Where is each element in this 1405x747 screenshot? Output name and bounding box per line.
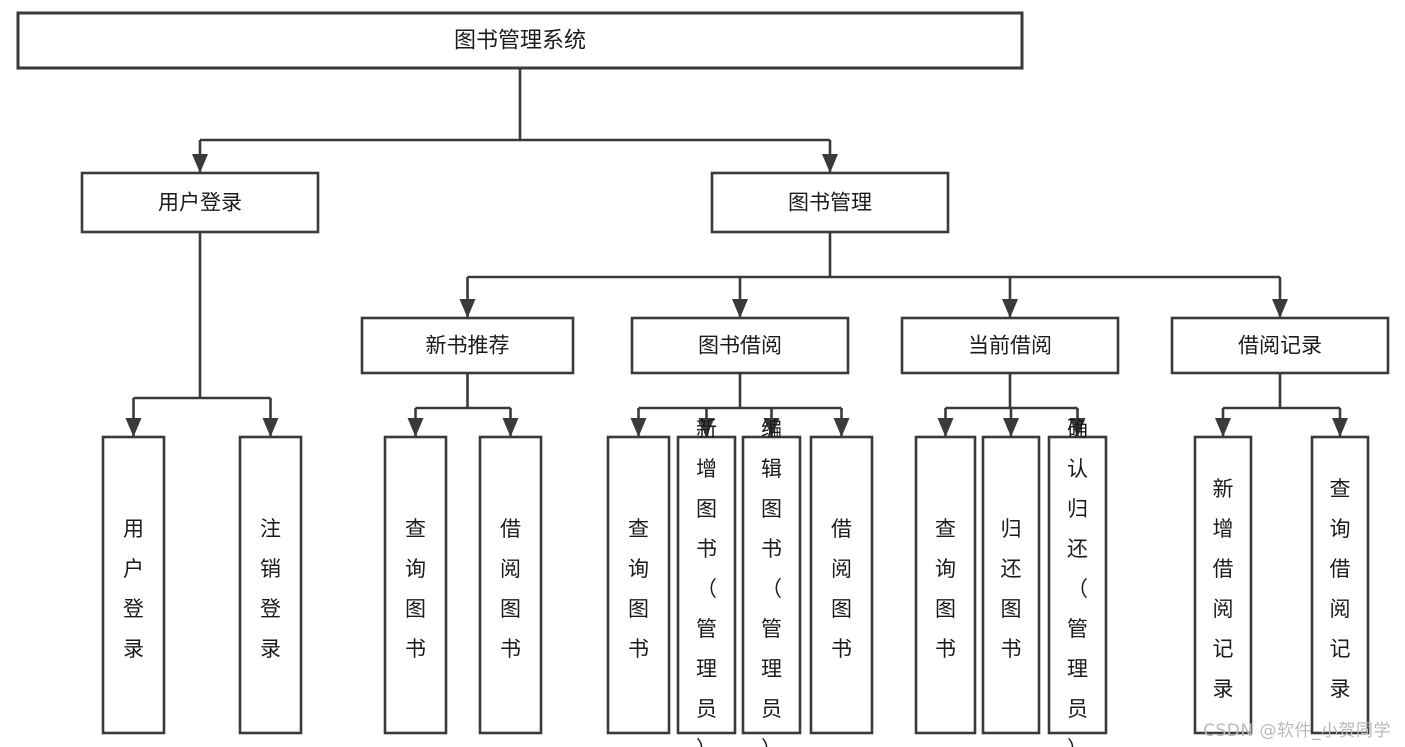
arrow-head-icon — [502, 418, 519, 437]
leaf-node-label: 确认归还（管理员） — [1067, 417, 1088, 747]
level2-node-label: 用户登录 — [158, 191, 242, 215]
leaf-node-box — [1193, 435, 1253, 735]
level3-node-box — [900, 316, 1120, 375]
level3-node-box — [360, 316, 575, 375]
leaf-node-label: 新增借阅记录 — [1213, 477, 1234, 701]
leaf-node-box — [1047, 435, 1108, 735]
level3-node-label: 新书推荐 — [426, 334, 510, 358]
leaf-node-label: 编辑图书（管理员） — [761, 417, 782, 747]
level3-node-new-book-recommend[interactable]: 新书推荐 — [360, 316, 575, 375]
root-node-label: 图书管理系统 — [454, 29, 586, 54]
arrow-head-icon — [1069, 418, 1086, 437]
arrow-head-icon — [822, 154, 838, 173]
arrow-head-icon — [407, 418, 424, 437]
arrow-head-icon — [1215, 418, 1231, 437]
arrow-head-icon — [763, 418, 780, 437]
leaf-node-box — [238, 435, 303, 735]
leaf-node-leaf-query-borrow-record[interactable]: 查询借阅记录 — [1310, 435, 1370, 735]
leaf-node-leaf-confirm-return-admin[interactable]: 确认归还（管理员） — [1047, 417, 1108, 747]
level2-node-box — [710, 171, 950, 234]
leaf-node-box — [101, 435, 166, 735]
arrow-head-icon — [192, 154, 208, 173]
leaf-node-label: 借阅图书 — [500, 517, 521, 661]
level3-node-borrow-record[interactable]: 借阅记录 — [1170, 316, 1390, 375]
leaf-node-leaf-return-book[interactable]: 归还图书 — [981, 435, 1041, 735]
leaf-node-box — [914, 435, 977, 735]
leaf-node-label: 注销登录 — [260, 517, 281, 661]
arrow-head-icon — [833, 418, 850, 437]
level3-node-book-borrow[interactable]: 图书借阅 — [630, 316, 850, 375]
level3-node-label: 借阅记录 — [1238, 334, 1322, 358]
level2-node-label: 图书管理 — [788, 191, 872, 215]
leaf-node-label: 查询借阅记录 — [1330, 477, 1351, 701]
level3-node-label: 当前借阅 — [968, 334, 1052, 358]
arrow-head-icon — [698, 418, 715, 437]
leaf-node-leaf-query-book-borrow[interactable]: 查询图书 — [606, 435, 671, 735]
leaf-node-leaf-add-borrow-record[interactable]: 新增借阅记录 — [1193, 435, 1253, 735]
leaf-node-label: 查询图书 — [628, 517, 649, 661]
arrow-head-icon — [459, 299, 476, 318]
nodes-layer: 图书管理系统用户登录图书管理新书推荐图书借阅当前借阅借阅记录用户登录注销登录查询… — [16, 11, 1390, 747]
leaf-node-leaf-query-book-rec[interactable]: 查询图书 — [383, 435, 448, 735]
level3-node-box — [630, 316, 850, 375]
arrow-head-icon — [1002, 299, 1018, 318]
level2-node-user-login[interactable]: 用户登录 — [80, 171, 320, 234]
leaf-node-label: 归还图书 — [1001, 517, 1022, 661]
arrow-head-icon — [1332, 418, 1348, 437]
leaf-node-box — [741, 435, 802, 735]
leaf-node-box — [676, 435, 737, 735]
level3-node-current-borrow[interactable]: 当前借阅 — [900, 316, 1120, 375]
connectors-layer — [125, 68, 1348, 437]
level3-node-label: 图书借阅 — [698, 334, 782, 358]
level2-node-box — [80, 171, 320, 234]
leaf-node-label: 查询图书 — [935, 517, 956, 661]
leaf-node-leaf-user-login[interactable]: 用户登录 — [101, 435, 166, 735]
leaf-node-box — [809, 435, 874, 735]
leaf-node-label: 用户登录 — [123, 517, 144, 661]
leaf-node-leaf-add-book-admin[interactable]: 新增图书（管理员） — [676, 417, 737, 747]
leaf-node-box — [981, 435, 1041, 735]
csdn-watermark: CSDN @软件_小贺同学 — [1203, 721, 1391, 741]
leaf-node-leaf-borrow-book[interactable]: 借阅图书 — [809, 435, 874, 735]
arrow-head-icon — [125, 418, 142, 437]
leaf-node-box — [383, 435, 448, 735]
leaf-node-label: 新增图书（管理员） — [696, 417, 717, 747]
leaf-node-box — [606, 435, 671, 735]
leaf-node-label: 借阅图书 — [831, 517, 852, 661]
leaf-node-leaf-edit-book-admin[interactable]: 编辑图书（管理员） — [741, 417, 802, 747]
arrow-head-icon — [262, 418, 279, 437]
leaf-node-box — [1310, 435, 1370, 735]
leaf-node-box — [478, 435, 543, 735]
arrow-head-icon — [1272, 299, 1288, 318]
root-node-root[interactable]: 图书管理系统 — [16, 11, 1024, 70]
level3-node-box — [1170, 316, 1390, 375]
arrow-head-icon — [630, 418, 647, 437]
arrow-head-icon — [732, 299, 748, 318]
arrow-head-icon — [1003, 418, 1019, 437]
level2-node-book-manage[interactable]: 图书管理 — [710, 171, 950, 234]
leaf-node-label: 查询图书 — [405, 517, 426, 661]
root-node-box — [16, 11, 1024, 70]
leaf-node-leaf-borrow-book-rec[interactable]: 借阅图书 — [478, 435, 543, 735]
arrow-head-icon — [937, 418, 954, 437]
leaf-node-leaf-logout-login[interactable]: 注销登录 — [238, 435, 303, 735]
leaf-node-leaf-query-book-current[interactable]: 查询图书 — [914, 435, 977, 735]
